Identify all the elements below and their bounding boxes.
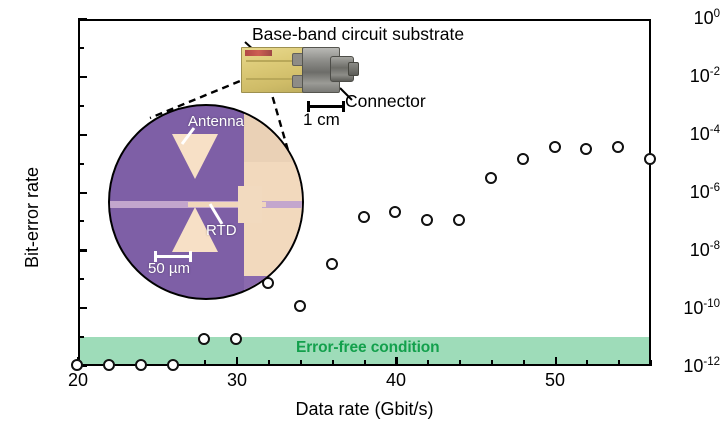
x-tick-label-0: 20 bbox=[67, 370, 89, 390]
y-tick-major bbox=[78, 133, 87, 136]
x-tick-minor bbox=[586, 360, 589, 366]
data-point bbox=[166, 359, 179, 371]
micrograph-leaders bbox=[180, 127, 224, 225]
data-point bbox=[293, 299, 306, 312]
y-tick-minor bbox=[78, 220, 84, 223]
data-point bbox=[421, 214, 434, 227]
data-point bbox=[580, 142, 593, 155]
x-tick-minor bbox=[618, 360, 621, 366]
scale-bar-1cm-label: 1 cm bbox=[303, 110, 340, 129]
rtd-chip-micrograph: 50 µm Antenna RTD bbox=[108, 104, 304, 300]
label-connector: Connector bbox=[345, 91, 426, 111]
y-tick-major bbox=[78, 75, 87, 79]
x-tick-major bbox=[554, 357, 557, 366]
coplanar-waveguide-line bbox=[188, 202, 266, 207]
pcb-substrate-photo bbox=[241, 47, 308, 93]
x-tick-minor bbox=[331, 360, 334, 366]
x-tick-label-3: 50 bbox=[544, 370, 566, 390]
bowtie-antenna-lower-lobe bbox=[172, 207, 218, 252]
data-point bbox=[389, 205, 402, 218]
scale-bar-50um-cap-right bbox=[189, 251, 192, 262]
micrograph-right-region-bottom bbox=[244, 276, 302, 298]
data-point bbox=[198, 332, 211, 345]
x-tick-minor bbox=[459, 360, 461, 366]
y-tick-minor bbox=[78, 162, 84, 165]
x-tick-minor bbox=[204, 360, 207, 366]
data-point bbox=[325, 258, 338, 271]
data-point bbox=[484, 171, 497, 184]
y-tick-label-2: 10-4 bbox=[689, 124, 720, 144]
y-tick-label-1: 10-2 bbox=[689, 66, 720, 86]
x-tick-minor bbox=[299, 360, 302, 366]
x-tick-minor bbox=[650, 360, 652, 366]
x-tick-label-1: 30 bbox=[226, 370, 248, 390]
y-tick-major bbox=[78, 307, 87, 310]
connector-tip bbox=[348, 62, 359, 76]
x-tick-minor bbox=[522, 360, 525, 366]
x-axis-title: Data rate (Gbit/s) bbox=[295, 399, 434, 419]
data-point bbox=[102, 359, 115, 371]
label-rtd: RTD bbox=[206, 222, 237, 239]
data-point bbox=[71, 359, 83, 371]
scale-bar-50um bbox=[154, 255, 192, 258]
y-tick-label-0: 100 bbox=[693, 8, 720, 28]
data-point bbox=[548, 140, 561, 153]
scale-bar-1cm-cap-right bbox=[342, 101, 345, 112]
pcb-trace bbox=[246, 78, 294, 80]
data-point bbox=[612, 140, 625, 153]
rtd-mesa-pad bbox=[238, 186, 262, 223]
scale-bar-1cm bbox=[307, 105, 345, 108]
y-tick-label-6: 10-12 bbox=[683, 356, 720, 376]
x-tick-minor bbox=[268, 360, 270, 366]
data-point bbox=[230, 332, 243, 345]
scale-bar-50um-cap-left bbox=[154, 251, 157, 262]
x-tick-minor bbox=[490, 360, 493, 366]
y-tick-major bbox=[78, 249, 87, 252]
y-tick-minor bbox=[78, 104, 84, 107]
y-axis-title: Bit-error rate bbox=[22, 166, 42, 268]
y-tick-major bbox=[78, 18, 87, 21]
y-tick-label-3: 10-6 bbox=[689, 182, 720, 202]
error-free-band-label: Error-free condition bbox=[296, 339, 440, 356]
pcb-trace bbox=[246, 60, 294, 62]
micrograph-right-region-top bbox=[244, 106, 302, 162]
x-tick-major bbox=[236, 357, 239, 366]
pcb-red-marking bbox=[245, 50, 272, 56]
x-tick-label-2: 40 bbox=[385, 370, 407, 390]
label-antenna: Antenna bbox=[188, 113, 244, 130]
label-base-band-substrate: Base-band circuit substrate bbox=[252, 24, 465, 44]
y-tick-major bbox=[78, 191, 87, 194]
y-tick-minor bbox=[78, 278, 84, 281]
bowtie-antenna-upper-lobe bbox=[172, 134, 218, 179]
scale-bar-1cm-cap-left bbox=[307, 101, 310, 112]
x-tick-minor bbox=[427, 360, 430, 366]
scale-bar-50um-label: 50 µm bbox=[148, 260, 190, 277]
y-tick-label-5: 10-10 bbox=[683, 298, 720, 318]
data-point bbox=[644, 153, 656, 166]
data-point bbox=[134, 359, 147, 371]
y-tick-minor bbox=[78, 46, 84, 49]
x-tick-major bbox=[395, 357, 398, 366]
data-point bbox=[453, 214, 465, 227]
y-tick-label-4: 10-8 bbox=[689, 240, 720, 260]
data-point bbox=[357, 211, 370, 224]
x-tick-minor bbox=[363, 360, 366, 366]
data-point bbox=[516, 153, 529, 166]
y-tick-minor bbox=[78, 336, 84, 339]
